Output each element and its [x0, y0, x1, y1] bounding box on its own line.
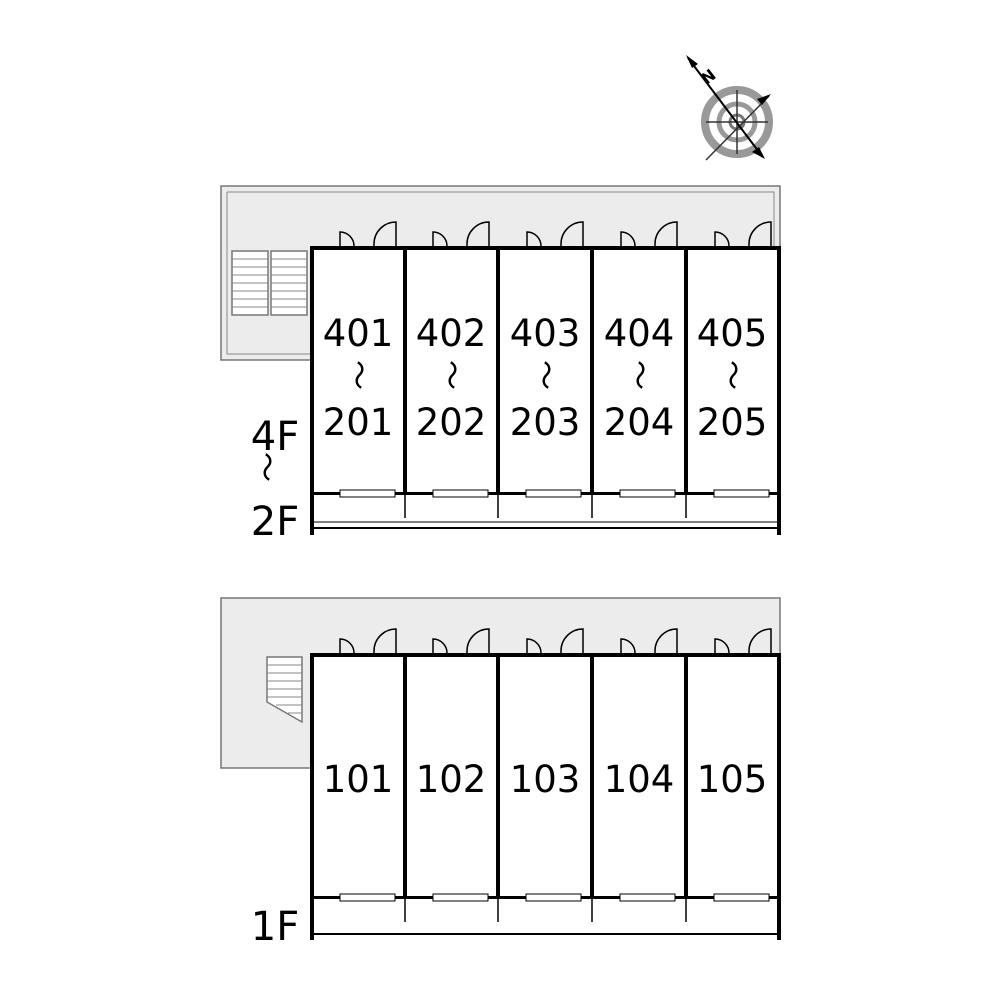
unit-401-201[interactable]: 401 〜 201 — [323, 312, 394, 444]
floor-label-1f: 1F — [251, 904, 299, 950]
unit-bottom-number: 204 — [604, 401, 675, 444]
unit-bottom-number: 205 — [697, 401, 768, 444]
floor-range-sign: 〜 — [248, 452, 283, 482]
unit-top-number: 402 — [416, 312, 487, 355]
unit-103[interactable]: 103 — [510, 758, 581, 801]
unit-top-number: 404 — [604, 312, 675, 355]
unit-range-sign: 〜 — [527, 360, 562, 390]
unit-range-sign: 〜 — [340, 360, 375, 390]
unit-405-205[interactable]: 405 〜 205 — [697, 312, 768, 444]
unit-102[interactable]: 102 — [416, 758, 487, 801]
unit-404-204[interactable]: 404 〜 204 — [604, 312, 675, 444]
unit-402-202[interactable]: 402 〜 202 — [416, 312, 487, 444]
unit-bottom-number: 202 — [416, 401, 487, 444]
north-label: N — [697, 65, 719, 88]
unit-403-203[interactable]: 403 〜 203 — [510, 312, 581, 444]
unit-range-sign: 〜 — [714, 360, 749, 390]
unit-top-number: 403 — [510, 312, 581, 355]
compass-icon: N — [686, 55, 773, 161]
unit-top-number: 401 — [323, 312, 394, 355]
unit-range-sign: 〜 — [621, 360, 656, 390]
floor-label-top: 4F — [251, 414, 299, 460]
unit-104[interactable]: 104 — [604, 758, 675, 801]
lower-floor-plan: 101 102 103 104 105 1F — [220, 597, 781, 950]
unit-105[interactable]: 105 — [697, 758, 768, 801]
unit-top-number: 405 — [697, 312, 768, 355]
floor-label-bottom: 2F — [251, 499, 299, 545]
lower-door-icons — [339, 628, 772, 655]
unit-101[interactable]: 101 — [323, 758, 394, 801]
lower-stairs-icon — [266, 656, 303, 724]
unit-bottom-number: 201 — [323, 401, 394, 444]
unit-bottom-number: 203 — [510, 401, 581, 444]
upper-door-icons — [339, 221, 772, 248]
upper-floor-plan: 401 〜 201 402 〜 202 403 〜 203 404 〜 204 … — [220, 185, 781, 545]
unit-range-sign: 〜 — [433, 360, 468, 390]
upper-stairs-icon — [231, 250, 308, 316]
